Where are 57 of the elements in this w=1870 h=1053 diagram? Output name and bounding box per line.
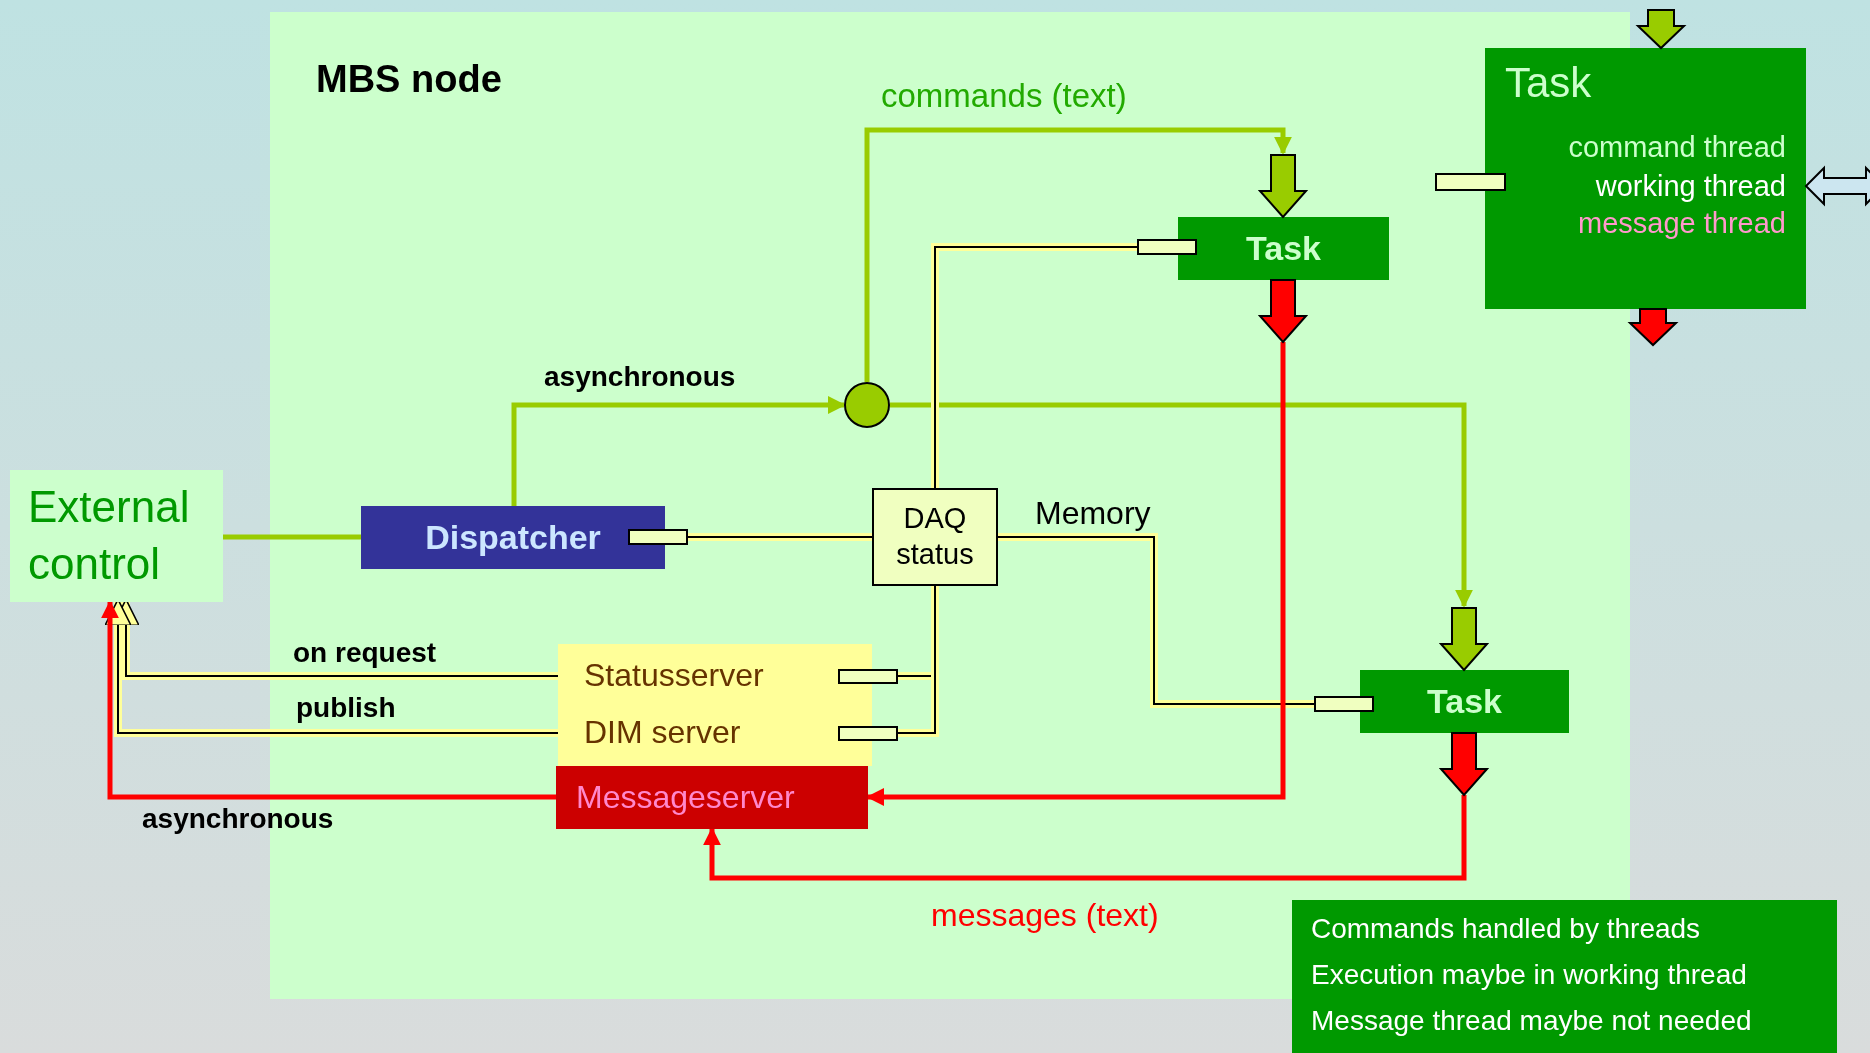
connector xyxy=(101,600,556,800)
block-arrow xyxy=(1438,732,1490,797)
connector xyxy=(890,402,1473,608)
edge-label: commands (text) xyxy=(881,78,1127,115)
connector xyxy=(931,243,1138,489)
server-box xyxy=(556,766,868,829)
label-text: External control xyxy=(28,481,191,591)
block-arrow xyxy=(1804,165,1870,207)
task-box xyxy=(1485,48,1806,309)
connector xyxy=(687,533,873,541)
label-text: Execution maybe in working thread xyxy=(1311,959,1747,991)
connector xyxy=(864,127,1292,382)
port-stub xyxy=(628,529,688,545)
label-text: DIM server xyxy=(584,715,741,751)
edge-label: Memory xyxy=(1035,496,1151,532)
label-text: DAQ status xyxy=(895,501,975,573)
connector xyxy=(897,585,939,737)
status-box xyxy=(872,488,998,586)
edge-label: publish xyxy=(296,693,396,724)
heading: Task xyxy=(1505,59,1592,107)
port-stub xyxy=(1435,173,1506,191)
port-stub xyxy=(838,669,898,684)
label-text: Commands handled by threads xyxy=(1311,913,1701,945)
task-box xyxy=(1360,670,1569,733)
label-text: Task xyxy=(1426,683,1503,721)
connector xyxy=(997,533,1315,708)
process-box xyxy=(361,506,665,569)
port-stub xyxy=(838,726,898,741)
note-box xyxy=(1292,900,1837,1053)
block-arrow xyxy=(1257,279,1309,344)
connector xyxy=(866,342,1286,806)
connector xyxy=(703,795,1467,881)
edge-label: asynchronous xyxy=(142,804,334,835)
block-arrow xyxy=(1635,9,1687,50)
label-text: Statusserver xyxy=(584,658,764,694)
port-stub xyxy=(1314,696,1374,712)
label-text: message thread xyxy=(1578,208,1786,240)
label-text: Message thread maybe not needed xyxy=(1311,1005,1752,1037)
label-text: Dispatcher xyxy=(424,519,602,557)
block-arrow xyxy=(1438,607,1490,672)
port-stub xyxy=(1137,239,1197,255)
task-box xyxy=(1178,217,1389,280)
edge-label: asynchronous xyxy=(544,362,736,393)
heading: MBS node xyxy=(316,59,502,101)
label-text: command thread xyxy=(1568,132,1786,164)
control-box xyxy=(10,470,223,602)
label-text: working thread xyxy=(1595,171,1786,203)
label-text: Messageserver xyxy=(576,780,795,816)
edge-label: on request xyxy=(293,638,437,669)
connector xyxy=(223,534,361,540)
block-arrow xyxy=(1257,154,1309,219)
block-arrow xyxy=(1627,308,1679,347)
label-text: Task xyxy=(1245,230,1322,268)
junction-circle xyxy=(844,382,890,428)
edge-label: messages (text) xyxy=(931,898,1159,934)
server-box xyxy=(558,644,872,766)
connector xyxy=(511,396,846,506)
